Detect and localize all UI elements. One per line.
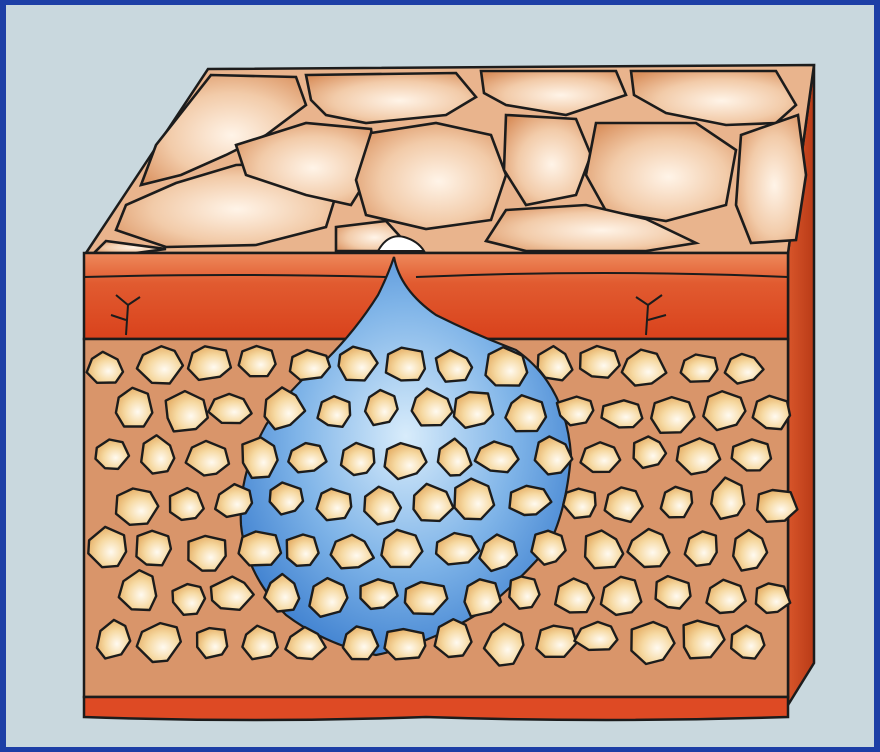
- fat-cell: [239, 346, 276, 376]
- fat-cell: [188, 536, 225, 571]
- fat-cell: [661, 487, 692, 518]
- fat-cell: [170, 488, 204, 520]
- fat-cell: [509, 577, 539, 609]
- fat-cell: [580, 346, 620, 378]
- fat-cell: [136, 531, 171, 566]
- fat-cell: [341, 443, 374, 475]
- fat-cell: [681, 355, 718, 382]
- fat-cell: [385, 629, 426, 659]
- fat-cell: [239, 532, 281, 566]
- epidermis-surface: [86, 65, 814, 253]
- fat-cell: [318, 396, 351, 427]
- fat-cell: [656, 576, 691, 608]
- diagram-frame: [6, 5, 874, 747]
- fat-cell: [343, 626, 378, 659]
- skin-diagram: [6, 5, 874, 747]
- muscle-base: [84, 697, 788, 720]
- fat-cell: [386, 348, 425, 381]
- fat-cell: [197, 628, 227, 658]
- fat-cell: [317, 489, 352, 521]
- fat-cell: [287, 535, 319, 566]
- fat-cell: [290, 350, 330, 380]
